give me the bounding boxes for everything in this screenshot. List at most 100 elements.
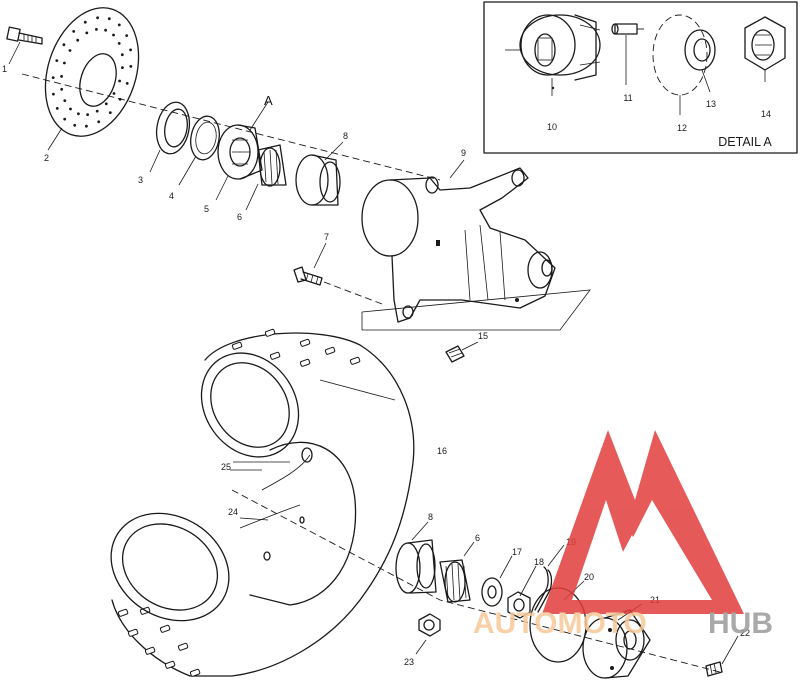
tread-block <box>127 628 139 637</box>
disc-hole <box>55 59 59 62</box>
label-14: 14 <box>761 109 771 119</box>
detail-part-13-washer <box>684 29 716 93</box>
label-23: 23 <box>404 657 414 667</box>
tread-block <box>231 341 243 350</box>
disc-hole <box>125 34 129 37</box>
part-2-brake-disc <box>44 7 140 137</box>
marker-a: A <box>264 93 273 108</box>
disc-hole <box>85 124 88 128</box>
label-4: 4 <box>169 191 174 201</box>
disc-hole <box>62 43 66 47</box>
part-6-bearing-lower <box>439 559 471 603</box>
label-20: 20 <box>584 572 594 582</box>
disc-hole <box>63 61 66 65</box>
disc-hole <box>121 66 124 69</box>
label-16: 16 <box>437 446 447 456</box>
label-9: 9 <box>461 148 466 158</box>
disc-hole <box>129 65 133 68</box>
label-8-upper: 8 <box>343 131 348 141</box>
label-8-lower: 8 <box>428 512 433 522</box>
disc-hole <box>117 42 121 45</box>
disc-hole <box>86 113 89 116</box>
disc-hole <box>73 123 77 127</box>
part-22-bolt <box>705 661 723 677</box>
disc-hole <box>77 112 80 116</box>
tread-block <box>264 328 276 337</box>
part-3-seal <box>155 101 191 155</box>
part-5-carrier <box>217 124 263 180</box>
label-13: 13 <box>706 99 716 109</box>
tread-block <box>299 358 311 367</box>
label-24: 24 <box>228 507 238 517</box>
disc-hole <box>95 109 99 113</box>
tread-block <box>189 668 201 677</box>
part-1-bolt <box>6 26 43 45</box>
lower-axis-line <box>231 489 721 673</box>
detail-part-10-hub <box>505 14 601 96</box>
disc-hole <box>85 31 89 35</box>
part-8-race-upper <box>295 154 341 206</box>
detail-part-11-pin <box>611 23 648 85</box>
part-15-nut <box>445 345 465 363</box>
disc-hole <box>63 99 67 102</box>
label-5-upper: 5 <box>204 204 209 214</box>
label-10: 10 <box>547 122 557 132</box>
detail-a-panel: 10 11 12 13 14 DETAIL A <box>483 1 798 154</box>
disc-hole <box>83 20 87 24</box>
label-15: 15 <box>478 331 488 341</box>
disc-hole <box>95 28 98 31</box>
label-3: 3 <box>138 175 143 185</box>
part-7-bolt <box>293 266 323 286</box>
knuckle-outline-line <box>361 289 591 331</box>
label-6-upper: 6 <box>237 212 242 222</box>
label-12: 12 <box>677 123 687 133</box>
disc-hole <box>96 16 99 20</box>
watermark-logo: AUTOMOTO HUB <box>473 430 773 640</box>
tread-block <box>299 338 311 347</box>
detail-title: DETAIL A <box>718 135 772 149</box>
tread-block <box>164 660 176 669</box>
disc-hole <box>112 33 115 37</box>
label-11: 11 <box>623 93 632 103</box>
tread-block <box>177 642 189 651</box>
part-6-bearing-upper <box>257 144 287 187</box>
disc-hole <box>69 107 72 111</box>
disc-hole <box>107 17 111 21</box>
disc-hole <box>118 97 122 101</box>
part-23-nut <box>418 613 441 637</box>
disc-hole <box>97 120 101 124</box>
upper-leader-lines <box>8 41 479 351</box>
label-18: 18 <box>534 557 544 567</box>
detail-a-frame <box>483 1 798 154</box>
label-1: 1 <box>2 64 7 74</box>
part-24-wheel-rim <box>110 441 357 622</box>
part-18-nut <box>507 591 531 619</box>
detail-part-14-hex-nut <box>744 16 786 82</box>
disc-hole <box>125 82 129 85</box>
disc-hole <box>112 92 116 95</box>
disc-hole <box>60 75 63 78</box>
disc-hole <box>129 48 133 52</box>
tread-block <box>324 346 336 355</box>
tread-block <box>349 356 361 365</box>
part-16-tire <box>111 328 415 677</box>
disc-hole <box>72 30 76 33</box>
tread-block <box>117 608 129 617</box>
disc-hole <box>68 49 72 52</box>
tread-block <box>159 624 171 633</box>
disc-hole <box>104 102 108 106</box>
label-25: 25 <box>221 462 231 472</box>
watermark-text-hub: HUB <box>708 607 773 640</box>
tread-block <box>269 351 281 360</box>
label-2: 2 <box>44 153 49 163</box>
detail-part-12-ring <box>652 14 708 115</box>
tread-block <box>144 646 156 655</box>
disc-hole <box>63 117 67 121</box>
disc-hole <box>60 87 64 91</box>
watermark-logo-mark <box>542 430 744 614</box>
label-22: 22 <box>740 628 750 638</box>
part-8-race-lower <box>395 539 437 594</box>
disc-hole <box>52 92 55 96</box>
label-6-lower: 6 <box>475 533 480 543</box>
